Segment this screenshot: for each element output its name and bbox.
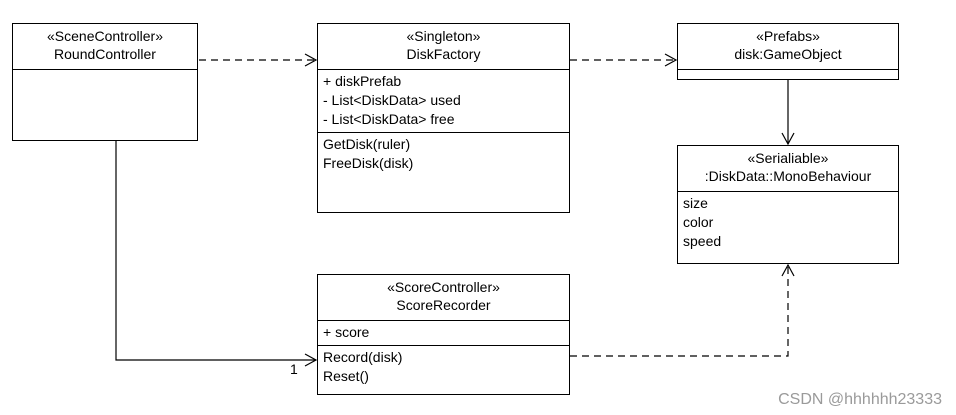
class-score-recorder[interactable]: «ScoreController» ScoreRecorder + score … [317,274,570,395]
operation: Record(disk) [323,349,403,365]
operations-section: Record(disk) Reset() [318,346,569,388]
operation: FreeDisk(disk) [323,155,414,171]
class-name: ScoreRecorder [396,297,491,313]
class-header: «ScoreController» ScoreRecorder [318,275,569,321]
watermark-text: CSDN @hhhhhh23333 [778,391,942,408]
class-header: «Singleton» DiskFactory [318,24,569,70]
attribute: size [683,195,708,211]
stereotype-label: «Prefabs» [756,28,820,44]
class-header: «Serialiable» :DiskData::MonoBehaviour [678,146,898,192]
attribute: speed [683,233,722,249]
multiplicity-label: 1 [290,361,298,377]
class-name: DiskFactory [406,46,481,62]
stereotype-label: «SceneController» [47,28,163,44]
attribute: - List<DiskData> used [323,92,461,108]
operations-section: GetDisk(ruler) FreeDisk(disk) [318,133,569,175]
class-name: disk:GameObject [734,46,842,62]
operation: GetDisk(ruler) [323,136,411,152]
attribute: + score [323,324,370,340]
class-name: RoundController [54,46,156,62]
class-disk-data[interactable]: «Serialiable» :DiskData::MonoBehaviour s… [677,145,899,264]
attribute: - List<DiskData> free [323,111,455,127]
stereotype-label: «ScoreController» [387,279,500,295]
class-header: «Prefabs» disk:GameObject [678,24,898,70]
attributes-section: size color speed [678,192,898,253]
stereotype-label: «Singleton» [406,28,481,44]
operation: Reset() [323,368,369,384]
attributes-section: + score [318,321,569,346]
dependency-score-to-diskdata [570,263,795,357]
class-round-controller[interactable]: «SceneController» RoundController [12,23,198,141]
class-header: «SceneController» RoundController [13,24,197,70]
association-round-to-score [115,141,318,367]
attribute: color [683,214,714,230]
class-name: :DiskData::MonoBehaviour [704,168,872,184]
attributes-section: + diskPrefab - List<DiskData> used - Lis… [318,70,569,133]
stereotype-label: «Serialiable» [747,150,829,166]
class-disk-factory[interactable]: «Singleton» DiskFactory + diskPrefab - L… [317,23,570,213]
class-prefabs[interactable]: «Prefabs» disk:GameObject [677,23,899,80]
attribute: + diskPrefab [323,73,402,89]
